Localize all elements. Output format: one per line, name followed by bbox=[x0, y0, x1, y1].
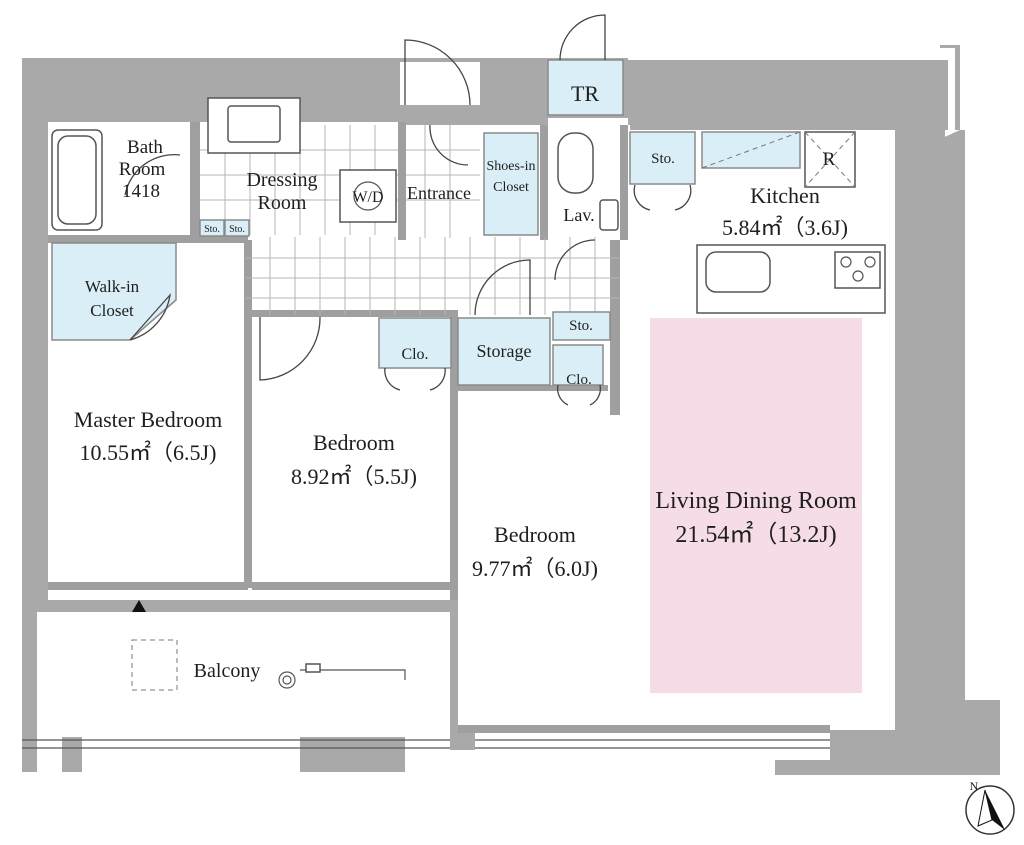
dressing-line-2: Room bbox=[258, 192, 307, 214]
sto-label-kitchen: Sto. bbox=[651, 151, 675, 167]
bath-line-2: Room bbox=[119, 159, 166, 180]
lav-label: Lav. bbox=[563, 205, 594, 225]
fixtures bbox=[22, 97, 886, 749]
refrigerator-label: R bbox=[823, 149, 836, 170]
master-bedroom-area: 10.55㎡（6.5J) bbox=[80, 440, 217, 465]
sto-label-hall: Sto. bbox=[569, 318, 593, 334]
ldk-area: 21.54㎡（13.2J) bbox=[675, 521, 836, 548]
wd-label: W/D bbox=[352, 189, 383, 206]
dressing-line-1: Dressing bbox=[246, 169, 317, 191]
compass-icon: N bbox=[965, 779, 1015, 835]
bath-line-3: 1418 bbox=[122, 181, 160, 202]
ldk-name: Living Dining Room bbox=[655, 488, 857, 514]
kitchen-area: 5.84㎡（3.6J) bbox=[722, 215, 848, 240]
shoes-line-1: Shoes-in bbox=[487, 159, 536, 174]
bedroom-1-name: Bedroom bbox=[313, 430, 395, 455]
sto-label-dressing-1: Sto. bbox=[204, 224, 220, 235]
labels: Master Bedroom 10.55㎡（6.5J) Bedroom 8.92… bbox=[74, 81, 857, 682]
walkin-line-1: Walk-in bbox=[85, 277, 140, 296]
bedroom-2-area: 9.77㎡（6.0J) bbox=[472, 556, 598, 581]
compass-north-label: N bbox=[970, 779, 979, 793]
bedroom-1-area: 8.92㎡（5.5J) bbox=[291, 464, 417, 489]
clo-label-bedroom-2: Clo. bbox=[566, 372, 591, 388]
shoes-line-2: Closet bbox=[493, 180, 529, 195]
master-bedroom-name: Master Bedroom bbox=[74, 407, 222, 432]
bath-line-1: Bath bbox=[127, 137, 163, 158]
tr-label: TR bbox=[571, 81, 599, 106]
walkin-line-2: Closet bbox=[90, 301, 134, 320]
doors bbox=[124, 14, 692, 406]
balcony-label: Balcony bbox=[194, 660, 261, 682]
storage-label: Storage bbox=[477, 341, 532, 361]
clo-label-bedroom-1: Clo. bbox=[401, 346, 428, 363]
bedroom-2-name: Bedroom bbox=[494, 522, 576, 547]
entrance-label: Entrance bbox=[407, 183, 471, 203]
living-highlight bbox=[650, 318, 862, 693]
sto-label-dressing-2: Sto. bbox=[229, 224, 245, 235]
partitions bbox=[48, 122, 830, 733]
storage-areas bbox=[51, 59, 801, 386]
kitchen-name: Kitchen bbox=[750, 183, 820, 208]
